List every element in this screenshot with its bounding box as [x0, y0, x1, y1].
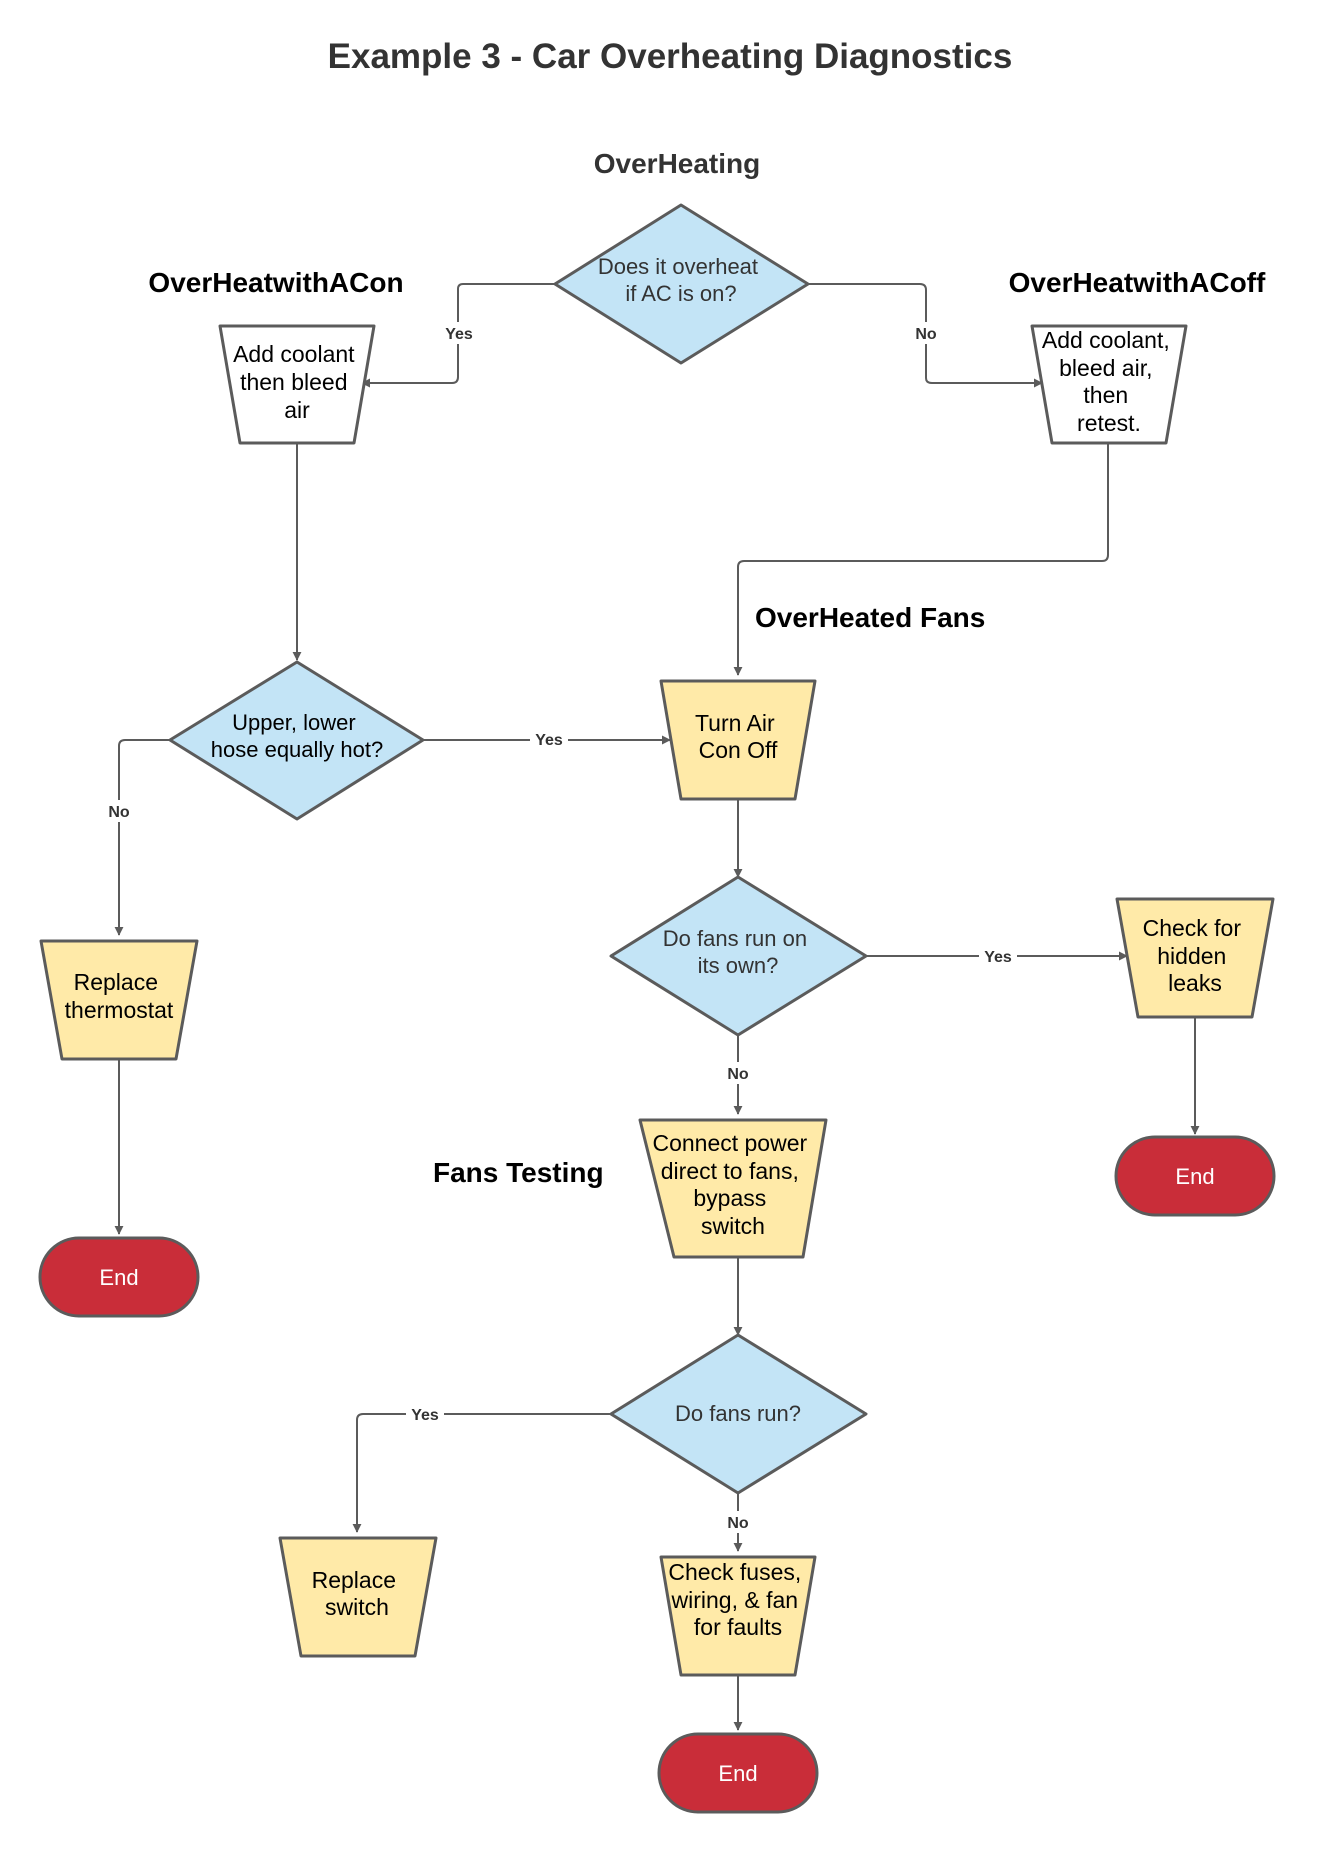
edge-fans-run-yes: [352, 1413, 611, 1533]
process-replace-switch[interactable]: Replace switch: [278, 1536, 438, 1658]
decision-fans-own-line-1: Do fans run on: [663, 926, 807, 951]
decision-hose-line-2: hose equally hot?: [211, 737, 383, 762]
decision-fans-own[interactable]: Do fans run on its own?: [609, 875, 868, 1037]
terminal-end-right-label: End: [1175, 1164, 1214, 1189]
process-turn-ac-off-line-1: Turn Air: [695, 710, 775, 736]
process-ac-off-line-3: then: [1083, 382, 1128, 408]
process-connect-power-line-4: switch: [701, 1213, 765, 1239]
decision-hose-line-1: Upper, lower: [232, 710, 356, 735]
edge-labels: Yes No Yes No Yes No Yes No: [104, 322, 1017, 1533]
edge-label-ac-yes: Yes: [445, 326, 473, 343]
edge-label-ac-no: No: [915, 326, 937, 343]
process-ac-off[interactable]: Add coolant, bleed air, then retest.: [1030, 324, 1188, 445]
edge-label-fans-run-no: No: [727, 1515, 749, 1532]
svg-text:Upper, lower hose equall: Upper, lower hose equally hot?: [211, 710, 383, 762]
process-check-fuses-line-2: wiring, & fan: [671, 1587, 799, 1613]
terminal-end-right[interactable]: End: [1114, 1135, 1276, 1217]
process-check-fuses[interactable]: Check fuses, wiring, & fan for faults: [659, 1555, 817, 1677]
edge-label-hose-yes: Yes: [535, 732, 563, 749]
edge-label-fans-run-yes: Yes: [411, 1407, 439, 1424]
process-replace-switch-line-2: switch: [325, 1594, 389, 1620]
process-connect-power-line-3: bypass: [693, 1185, 766, 1211]
process-ac-on-line-2: then bleed: [240, 369, 347, 395]
svg-text:Add coolant then bleed: Add coolant then bleed air: [233, 341, 361, 423]
process-check-fuses-line-3: for faults: [694, 1614, 782, 1640]
edge-label-fans-own-no: No: [727, 1066, 749, 1083]
process-replace-thermostat-line-2: thermostat: [65, 997, 174, 1023]
decision-ac[interactable]: Does it overheat if AC is on?: [553, 203, 810, 365]
terminal-end-left-label: End: [99, 1265, 138, 1290]
decision-fans-own-line-2: its own?: [698, 953, 779, 978]
process-turn-ac-off-line-2: Con Off: [699, 737, 778, 763]
svg-text:Replace thermostat: Replace thermostat: [65, 969, 174, 1023]
process-check-leaks-line-2: hidden: [1157, 943, 1226, 969]
svg-text:Connect power direct to: Connect power direct to fans, bypass swi…: [652, 1130, 813, 1239]
process-ac-on-line-3: air: [284, 397, 310, 423]
svg-text:Turn Air Con Off: Turn Air Con Off: [695, 710, 781, 763]
svg-text:Check fuses, wiring, & f: Check fuses, wiring, & fan for faults: [668, 1559, 807, 1640]
svg-text:Check for hidden l: Check for hidden leaks: [1143, 915, 1248, 996]
process-replace-switch-line-1: Replace: [312, 1567, 396, 1593]
edge-ac-off-to-turn-ac: [733, 443, 1109, 676]
decision-hose[interactable]: Upper, lower hose equally hot?: [168, 660, 425, 821]
heading-overheated-fans: OverHeated Fans: [755, 602, 985, 633]
process-check-leaks[interactable]: Check for hidden leaks: [1115, 897, 1275, 1019]
heading-overheating: OverHeating: [594, 148, 761, 179]
edge-hose-no: [114, 739, 170, 936]
process-replace-thermostat-line-1: Replace: [74, 969, 158, 995]
process-ac-on[interactable]: Add coolant then bleed air: [218, 324, 376, 445]
svg-text:Do fans run?: Do fans run?: [675, 1401, 801, 1426]
process-connect-power-line-2: direct to fans,: [661, 1158, 799, 1184]
decision-ac-line-2: if AC is on?: [625, 281, 736, 306]
process-replace-thermostat[interactable]: Replace thermostat: [39, 939, 199, 1061]
decision-ac-line-1: Does it overheat: [598, 254, 758, 279]
process-check-leaks-line-3: leaks: [1168, 970, 1222, 996]
process-turn-ac-off[interactable]: Turn Air Con Off: [659, 679, 817, 801]
svg-text:Do fans run on its own?: Do fans run on its own?: [663, 926, 813, 978]
heading-fans-testing: Fans Testing: [433, 1157, 604, 1188]
process-check-fuses-line-1: Check fuses,: [668, 1559, 801, 1585]
heading-ac-off: OverHeatwithACoff: [1009, 267, 1266, 298]
process-ac-on-line-1: Add coolant: [233, 341, 355, 367]
edge-label-hose-no: No: [108, 804, 130, 821]
process-ac-off-line-4: retest.: [1077, 410, 1141, 436]
decision-fans-run[interactable]: Do fans run?: [609, 1333, 868, 1495]
diagram-title: Example 3 - Car Overheating Diagnostics: [328, 37, 1013, 76]
process-connect-power[interactable]: Connect power direct to fans, bypass swi…: [638, 1118, 828, 1259]
process-ac-off-line-2: bleed air,: [1059, 355, 1152, 381]
svg-text:Add coolant, bleed air,: Add coolant, bleed air, then retest.: [1042, 327, 1176, 436]
terminal-end-bottom-label: End: [718, 1761, 757, 1786]
svg-text:Does it overheat if AC i: Does it overheat if AC is on?: [598, 254, 764, 306]
process-check-leaks-line-1: Check for: [1143, 915, 1242, 941]
edge-label-fans-own-yes: Yes: [984, 949, 1012, 966]
terminal-end-bottom[interactable]: End: [657, 1732, 819, 1814]
process-ac-off-line-1: Add coolant,: [1042, 327, 1170, 353]
process-connect-power-line-1: Connect power: [652, 1130, 807, 1156]
svg-text:Replace switch: Replace switch: [312, 1567, 403, 1620]
heading-ac-on: OverHeatwithACon: [148, 267, 403, 298]
terminal-end-left[interactable]: End: [38, 1236, 200, 1318]
decision-fans-run-line-1: Do fans run?: [675, 1401, 801, 1426]
edges: [114, 283, 1200, 1731]
